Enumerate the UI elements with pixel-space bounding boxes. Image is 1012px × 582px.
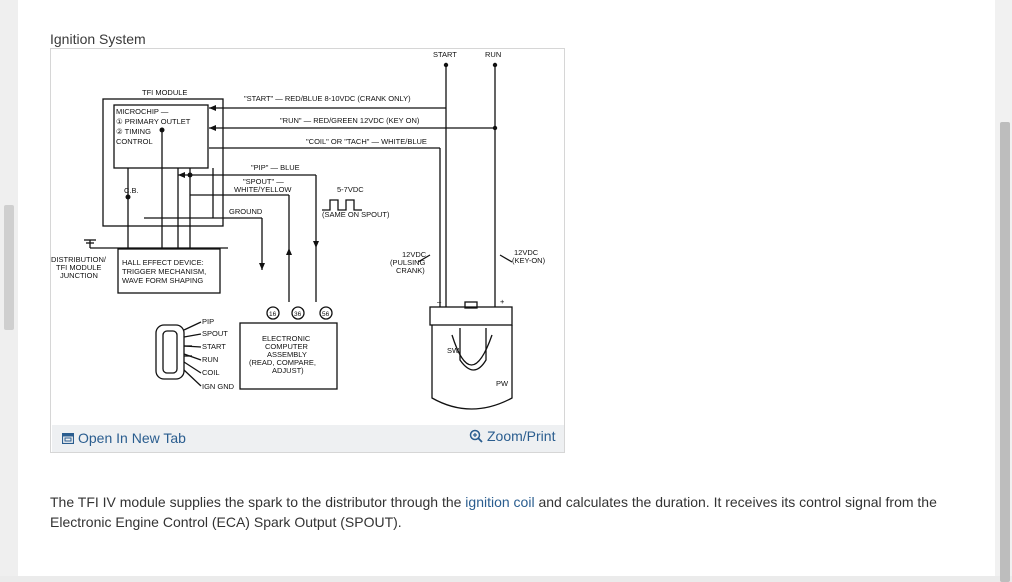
pin-36-label: 36 <box>294 311 302 318</box>
connector-pin-pip: PIP <box>202 317 214 326</box>
hall-effect-line-1: HALL EFFECT DEVICE: <box>122 258 204 267</box>
eca-line-2: COMPUTER <box>265 342 309 351</box>
ground-label: GROUND <box>229 207 263 216</box>
keyon-12v-line-1: 12VDC <box>514 248 539 257</box>
connector-pin-coil: COIL <box>202 368 220 377</box>
spout-wire-label-1: "SPOUT" — <box>243 177 284 186</box>
open-in-new-tab-link[interactable]: Open In New Tab <box>62 430 186 446</box>
pulsing-12v-line-1: 12VDC <box>402 250 427 259</box>
description-paragraph: The TFI IV module supplies the spark to … <box>50 492 970 532</box>
eca-line-3: ASSEMBLY <box>267 350 307 359</box>
zoom-print-link[interactable]: Zoom/Print <box>469 428 555 444</box>
pulsing-12v-line-2: (PULSING <box>390 258 426 267</box>
microchip-line-1: MICROCHIP — <box>116 107 169 116</box>
coil-wire-label: "COIL" OR "TACH" — WHITE/BLUE <box>306 137 427 146</box>
voltage-5-7-label: 5-7VDC <box>337 185 364 194</box>
spout-wire-label-2: WHITE/YELLOW <box>234 185 292 194</box>
coil-minus-label: – <box>437 297 442 306</box>
run-wire-label: "RUN" — RED/GREEN 12VDC (KEY ON) <box>280 116 420 125</box>
dist-junction-line-3: JUNCTION <box>60 271 98 280</box>
left-scrollbar-thumb[interactable] <box>4 205 14 330</box>
hall-effect-line-3: WAVE FORM SHAPING <box>122 276 203 285</box>
paragraph-text-after: and calculates the duration. It receives… <box>50 494 937 530</box>
microchip-line-4: CONTROL <box>116 137 153 146</box>
coil-pw-label: PW <box>496 379 509 388</box>
connector-pin-start: START <box>202 342 226 351</box>
run-terminal-label: RUN <box>485 50 501 59</box>
paragraph-text-before: The TFI IV module supplies the spark to … <box>50 494 466 510</box>
coil-plus-label: + <box>500 297 505 306</box>
zoom-print-label: Zoom/Print <box>487 428 556 444</box>
pin-16-label: 16 <box>269 311 277 318</box>
pulsing-12v-line-3: CRANK) <box>396 266 425 275</box>
figure-caption: Ignition System <box>50 31 146 47</box>
ignition-coil-link[interactable]: ignition coil <box>465 494 535 510</box>
dist-junction-line-1: DISTRIBUTION/ <box>51 255 107 264</box>
connector-pin-run: RUN <box>202 355 218 364</box>
dist-junction-line-2: TFI MODULE <box>56 263 101 272</box>
keyon-12v-line-2: (KEY-ON) <box>512 256 546 265</box>
cb-label: C.B. <box>124 186 139 195</box>
pin-56-label: 56 <box>322 311 330 318</box>
right-scrollbar-thumb[interactable] <box>1000 122 1010 582</box>
open-tab-icon <box>62 432 74 444</box>
start-wire-label: "START" — RED/BLUE 8-10VDC (CRANK ONLY) <box>244 94 411 103</box>
microchip-line-2: ① PRIMARY OUTLET <box>116 117 191 126</box>
eca-line-4: (READ, COMPARE, <box>249 358 316 367</box>
start-terminal-label: START <box>433 50 457 59</box>
pip-wire-label: "PIP" — BLUE <box>251 163 300 172</box>
open-in-new-tab-label: Open In New Tab <box>78 430 186 446</box>
eca-line-1: ELECTRONIC <box>262 334 311 343</box>
connector-pin-ign-gnd: IGN GND <box>202 382 235 391</box>
hall-effect-line-2: TRIGGER MECHANISM, <box>122 267 206 276</box>
ignition-diagram-figure <box>50 48 565 453</box>
eca-line-5: ADJUST) <box>272 366 304 375</box>
microchip-line-3: ② TIMING <box>116 127 151 136</box>
same-on-spout-label: (SAME ON SPOUT) <box>322 210 390 219</box>
zoom-icon <box>469 429 483 443</box>
coil-sw-label: SW <box>447 346 460 355</box>
tfi-module-label: TFI MODULE <box>142 88 187 97</box>
connector-pin-spout: SPOUT <box>202 329 228 338</box>
